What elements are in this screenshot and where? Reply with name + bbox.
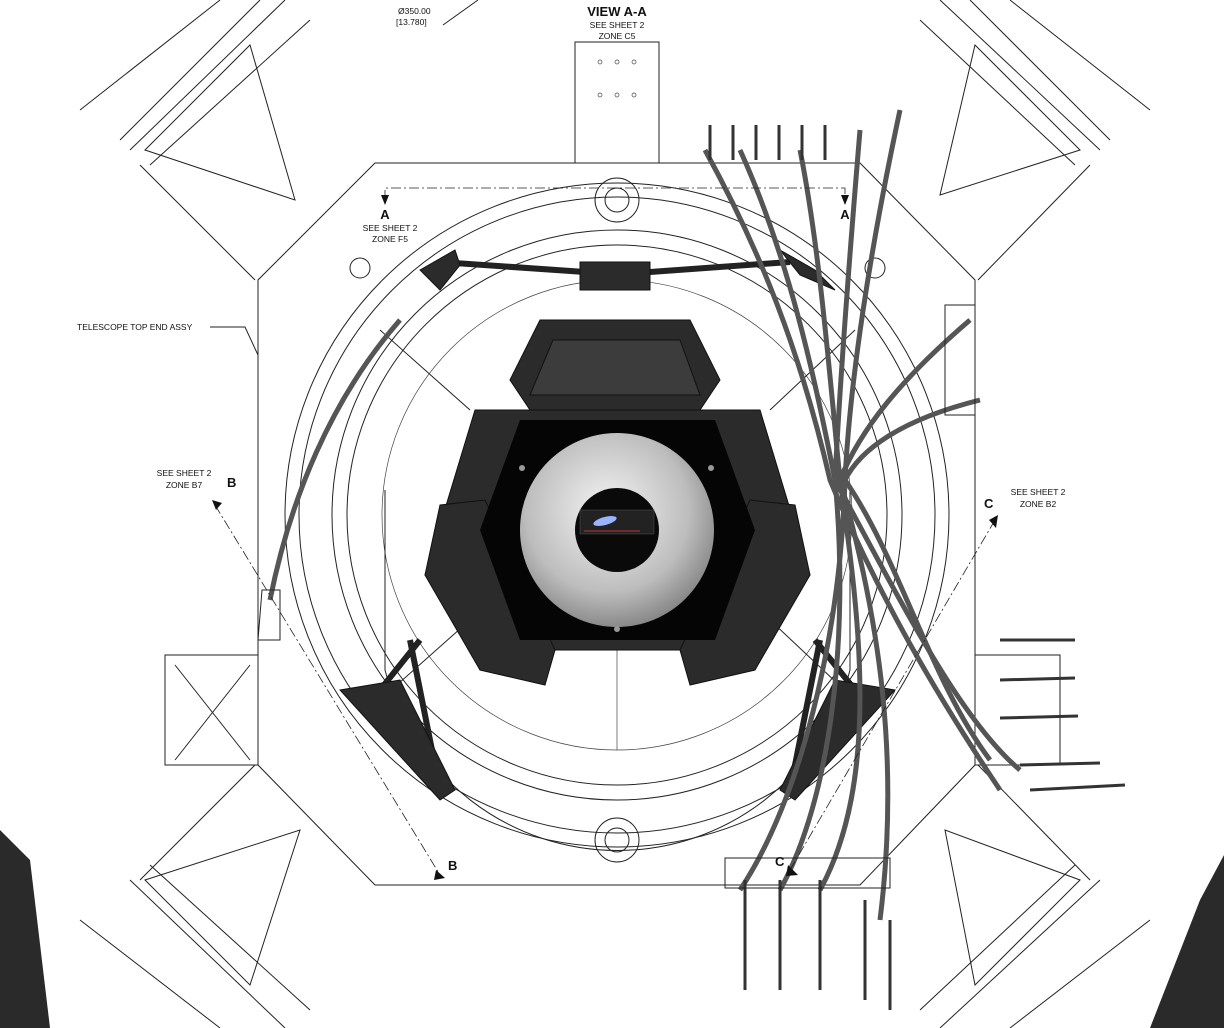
corner-dark-left (0, 830, 50, 1028)
view-ref-line1: SEE SHEET 2 (590, 20, 645, 30)
section-lines (210, 0, 998, 880)
top-end-frame (139, 41, 1091, 886)
section-c-letter-bottom: C (775, 854, 785, 869)
section-c-letter-top: C (984, 496, 994, 511)
section-c-ref-line2: ZONE B2 (1020, 499, 1057, 509)
section-b-ref-line1: SEE SHEET 2 (157, 468, 212, 478)
section-c-ref-line1: SEE SHEET 2 (1011, 487, 1066, 497)
view-ref-line2: ZONE C5 (599, 31, 636, 41)
view-title: VIEW A-A (587, 4, 647, 19)
dimension-in: [13.780] (396, 17, 427, 27)
lsst-logo (579, 509, 655, 535)
section-b-ref-line2: ZONE B7 (166, 480, 203, 490)
hexapod-struts (339, 249, 896, 801)
dimension-mm: Ø350.00 (398, 6, 431, 16)
section-a-letter-left: A (380, 207, 390, 222)
corner-dark-right (1150, 855, 1224, 1028)
section-b-letter-bottom: B (448, 858, 457, 873)
section-b-letter-top: B (227, 475, 236, 490)
section-a-letter-right: A (840, 207, 850, 222)
section-a-ref-line1: SEE SHEET 2 (363, 223, 418, 233)
ring-assembly (284, 177, 950, 863)
assembly-label: TELESCOPE TOP END ASSY (77, 322, 193, 332)
section-a-ref-line2: ZONE F5 (372, 234, 408, 244)
cable-bundle (257, 109, 1126, 1010)
camera-body (424, 319, 811, 686)
